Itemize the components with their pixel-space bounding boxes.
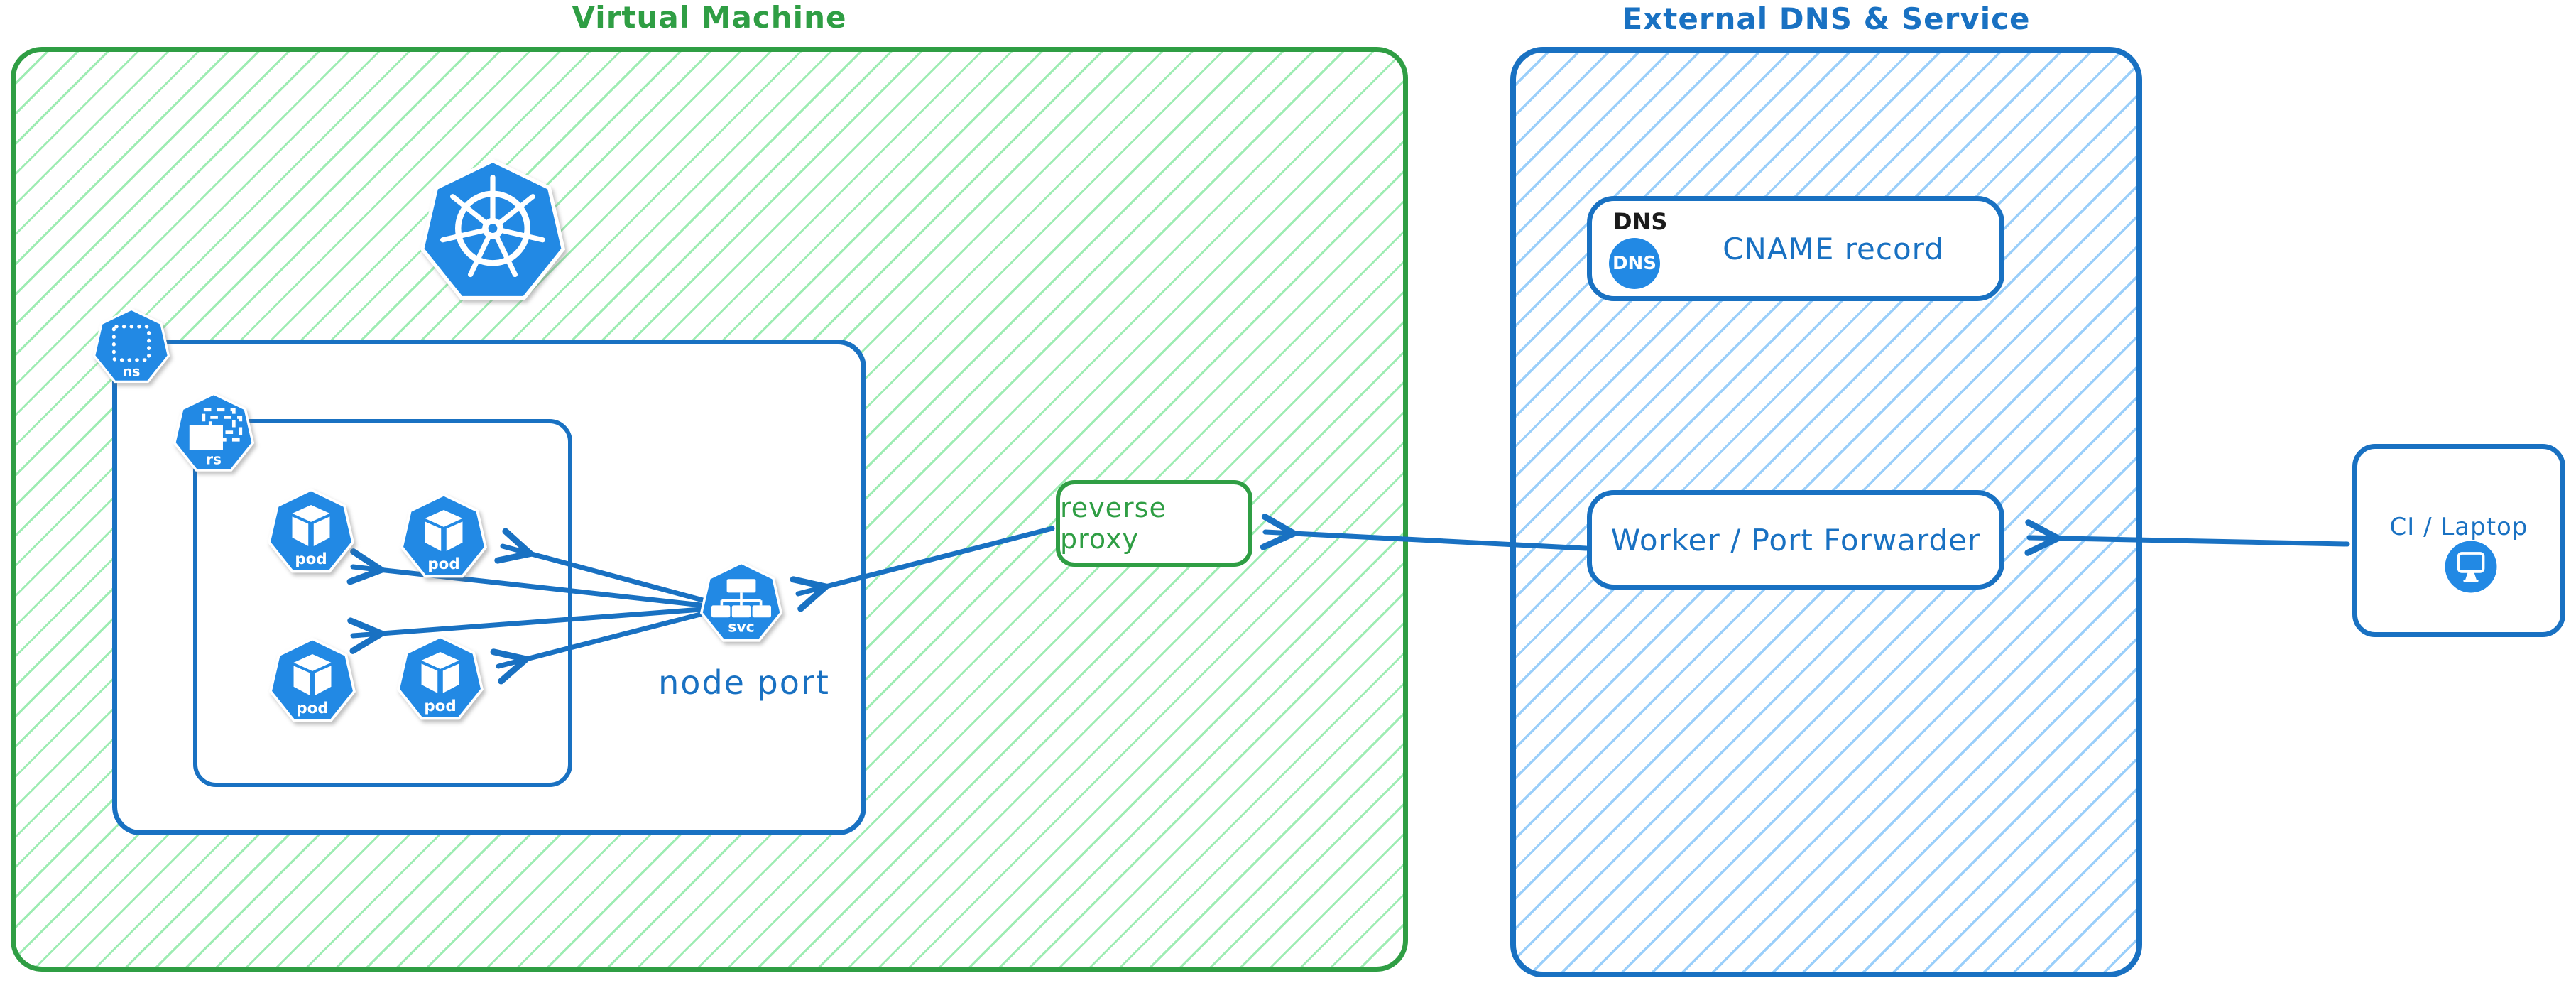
vm-group-title: Virtual Machine [572,0,847,35]
pod-4-icon: pod [395,635,485,724]
node-port-caption: node port [658,663,830,702]
pod-2-icon: pod [399,493,489,582]
pod-4-label: pod [424,697,456,715]
pod-2-label: pod [427,555,459,573]
pod-1-label: pod [295,550,327,568]
pod-1-icon: pod [266,488,356,577]
worker-label: Worker / Port Forwarder [1610,522,1981,558]
namespace-icon: ns [92,308,171,387]
dns-icon: DNS [1609,238,1660,289]
dns-box: DNS DNS CNAME record [1587,196,2004,301]
kubernetes-logo-icon [417,158,568,308]
ci-laptop-box: CI / Laptop [2352,444,2565,637]
namespace-icon-label: ns [123,364,141,379]
worker-port-forwarder-box: Worker / Port Forwarder [1587,490,2004,590]
ci-laptop-label: CI / Laptop [2389,513,2528,541]
replicaset-icon-label: rs [206,450,222,467]
external-group-title: External DNS & Service [1622,1,2031,36]
replicaset-icon: rs [172,392,256,476]
dns-icon-text: DNS [1612,253,1657,274]
pod-3-label: pod [296,700,328,717]
pod-3-icon: pod [268,637,357,727]
reverse-proxy-box: reverse proxy [1056,480,1252,567]
service-icon-label: svc [728,619,755,636]
cname-record-label: CNAME record [1723,231,1944,266]
node-port-service-icon: svc [699,561,784,646]
monitor-icon [2444,540,2498,594]
reverse-proxy-label: reverse proxy [1060,492,1167,555]
dns-heading: DNS [1613,208,1668,235]
